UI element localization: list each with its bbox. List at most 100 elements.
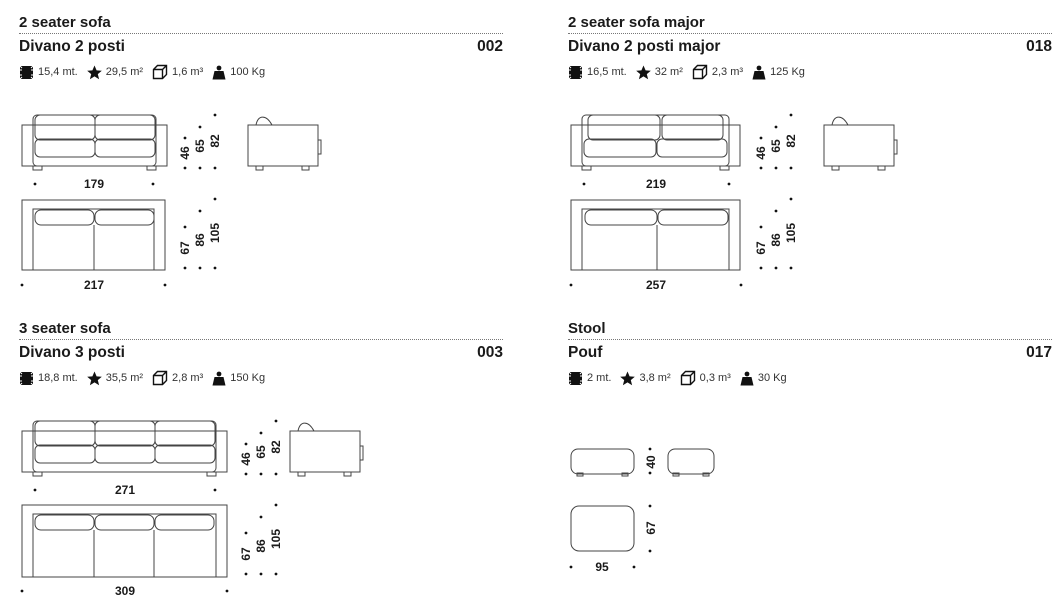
product-specs: 15,4 mt. 29,5 m² 1,6 m³ 100 Kg bbox=[19, 60, 503, 84]
product-code: 002 bbox=[477, 38, 503, 55]
seat-height-label: 46 bbox=[178, 146, 192, 160]
product-code: 018 bbox=[1026, 38, 1052, 55]
total-depth-label: 105 bbox=[784, 223, 798, 243]
fabric-value: 16,5 mt. bbox=[587, 66, 627, 78]
area-value: 32 m² bbox=[654, 66, 683, 78]
weight-icon bbox=[740, 371, 754, 386]
volume-value: 2,8 m³ bbox=[172, 372, 204, 384]
weight-value: 30 Kg bbox=[757, 372, 787, 384]
sofa-front-view bbox=[21, 114, 168, 171]
front-width-label: 271 bbox=[115, 483, 135, 497]
dimension-dots bbox=[20, 419, 278, 593]
back-height-label: 82 bbox=[784, 134, 798, 148]
seat-depth-label: 67 bbox=[239, 547, 253, 561]
product-title-it: Pouf bbox=[568, 344, 603, 361]
arm-depth-label: 86 bbox=[254, 539, 268, 553]
arm-depth-label: 86 bbox=[193, 233, 207, 247]
weight-icon bbox=[212, 371, 226, 386]
area-value: 35,5 m² bbox=[105, 372, 144, 384]
dimension-dots bbox=[569, 447, 652, 569]
back-height-label: 82 bbox=[208, 134, 222, 148]
star-icon bbox=[86, 65, 102, 80]
fabric-value: 2 mt. bbox=[587, 372, 612, 384]
plan-width-label: 309 bbox=[115, 584, 135, 598]
weight-value: 150 Kg bbox=[230, 372, 266, 384]
volume-value: 0,3 m³ bbox=[699, 372, 731, 384]
product-title-row: Divano 3 posti 003 bbox=[19, 340, 503, 366]
dimension-dots bbox=[20, 113, 217, 287]
cube-icon bbox=[680, 370, 696, 386]
arm-height-label: 65 bbox=[193, 139, 207, 153]
seat-depth-label: 67 bbox=[754, 241, 768, 255]
product-card-stool: Stool Pouf 017 2 mt. 3,8 m² 0,3 m³ 30 Kg bbox=[568, 320, 1052, 390]
star-icon bbox=[620, 371, 636, 386]
seat-height-label: 46 bbox=[239, 452, 253, 466]
fabric-icon bbox=[19, 371, 34, 386]
arm-depth-label: 86 bbox=[769, 233, 783, 247]
seat-height-label: 46 bbox=[754, 146, 768, 160]
sofa-side-view bbox=[823, 116, 898, 171]
product-code: 017 bbox=[1026, 344, 1052, 361]
sofa-front-view bbox=[21, 420, 228, 477]
area-value: 3,8 m² bbox=[639, 372, 671, 384]
star-icon bbox=[86, 371, 102, 386]
product-title-en: 3 seater sofa bbox=[19, 320, 503, 340]
plan-width-label: 257 bbox=[646, 278, 666, 292]
volume-value: 1,6 m³ bbox=[172, 66, 204, 78]
volume-value: 2,3 m³ bbox=[711, 66, 744, 78]
width-label: 95 bbox=[595, 560, 609, 574]
plan-width-label: 217 bbox=[84, 278, 104, 292]
fabric-value: 18,8 mt. bbox=[38, 372, 78, 384]
front-width-label: 179 bbox=[84, 177, 104, 191]
fabric-icon bbox=[19, 65, 34, 80]
sofa-plan-view bbox=[21, 504, 228, 578]
fabric-value: 15,4 mt. bbox=[38, 66, 78, 78]
arm-height-label: 65 bbox=[254, 445, 268, 459]
depth-label: 67 bbox=[644, 521, 658, 535]
total-depth-label: 105 bbox=[269, 529, 283, 549]
pouf-plan-view bbox=[570, 505, 635, 552]
back-height-label: 82 bbox=[269, 440, 283, 454]
product-title-it: Divano 2 posti bbox=[19, 38, 125, 55]
sofa-side-view bbox=[247, 116, 322, 171]
sofa-front-view bbox=[570, 114, 741, 171]
fabric-icon bbox=[568, 371, 583, 386]
cube-icon bbox=[152, 64, 168, 80]
fabric-icon bbox=[568, 65, 583, 80]
product-code: 003 bbox=[477, 344, 503, 361]
weight-value: 125 Kg bbox=[770, 66, 805, 78]
weight-icon bbox=[752, 65, 766, 80]
seat-depth-label: 67 bbox=[178, 241, 192, 255]
product-title-it: Divano 2 posti major bbox=[568, 38, 721, 55]
height-label: 40 bbox=[644, 455, 658, 469]
product-card-2-seater-major: 2 seater sofa major Divano 2 posti major… bbox=[568, 14, 1052, 84]
product-title-row: Divano 2 posti 002 bbox=[19, 34, 503, 60]
sofa-plan-view bbox=[21, 199, 166, 271]
area-value: 29,5 m² bbox=[105, 66, 144, 78]
product-card-2-seater: 2 seater sofa Divano 2 posti 002 15,4 mt… bbox=[19, 14, 503, 84]
product-specs: 18,8 mt. 35,5 m² 2,8 m³ 150 Kg bbox=[19, 366, 503, 390]
sofa-side-view bbox=[289, 422, 364, 477]
sofa-plan-view bbox=[570, 199, 741, 271]
arm-height-label: 65 bbox=[769, 139, 783, 153]
product-card-3-seater: 3 seater sofa Divano 3 posti 003 18,8 mt… bbox=[19, 320, 503, 390]
weight-value: 100 Kg bbox=[230, 66, 266, 78]
product-title-row: Divano 2 posti major 018 bbox=[568, 34, 1052, 60]
product-title-it: Divano 3 posti bbox=[19, 344, 125, 361]
product-title-en: 2 seater sofa major bbox=[568, 14, 1052, 34]
product-title-row: Pouf 017 bbox=[568, 340, 1052, 366]
pouf-side-view bbox=[667, 448, 715, 477]
front-width-label: 219 bbox=[646, 177, 666, 191]
cube-icon bbox=[692, 64, 708, 80]
weight-icon bbox=[212, 65, 226, 80]
product-specs: 2 mt. 3,8 m² 0,3 m³ 30 Kg bbox=[568, 366, 1052, 390]
dimension-dots bbox=[569, 113, 793, 287]
pouf-front-view bbox=[570, 448, 635, 477]
star-icon bbox=[635, 65, 651, 80]
product-title-en: Stool bbox=[568, 320, 1052, 340]
product-title-en: 2 seater sofa bbox=[19, 14, 503, 34]
